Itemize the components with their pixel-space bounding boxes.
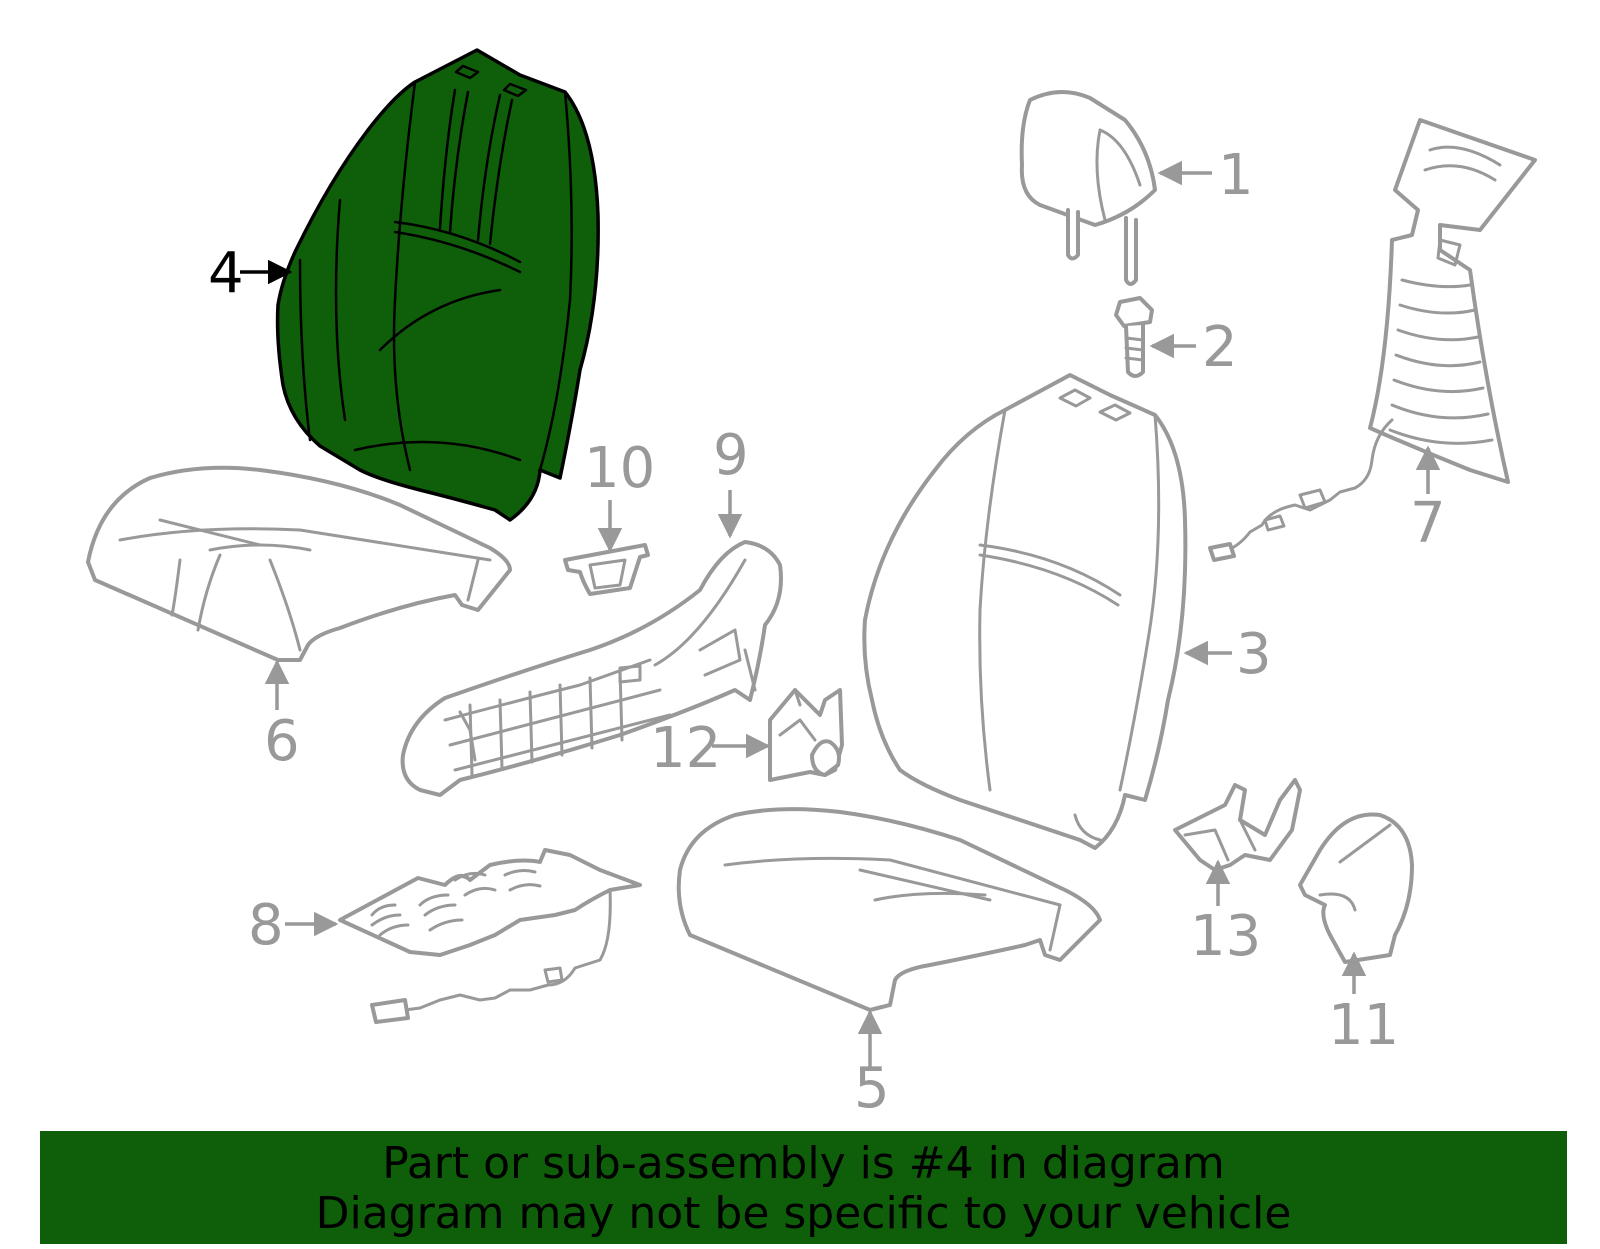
part-6-seat-cushion[interactable] <box>86 465 512 662</box>
callout-13: 13 <box>1190 904 1261 969</box>
footer-banner: Part or sub-assembly is #4 in diagram Di… <box>40 1131 1567 1244</box>
callout-11: 11 <box>1328 993 1399 1058</box>
part-1-headrest[interactable] <box>1019 89 1157 286</box>
part-5-seat-cushion[interactable] <box>676 807 1102 1012</box>
part-4-seat-back-cover[interactable] <box>275 48 600 522</box>
part-2-bolt[interactable] <box>1114 296 1154 378</box>
part-11-recliner-cover[interactable] <box>1298 812 1414 964</box>
footer-line-part-info: Part or sub-assembly is #4 in diagram <box>382 1138 1225 1189</box>
callout-7: 7 <box>1410 491 1446 556</box>
part-12-bracket[interactable] <box>768 688 844 782</box>
callout-1: 1 <box>1218 143 1254 208</box>
callout-9: 9 <box>713 423 749 488</box>
part-10-clip[interactable] <box>563 543 650 596</box>
callout-4: 4 <box>208 241 244 306</box>
callout-12: 12 <box>650 716 721 781</box>
part-9-side-trim[interactable] <box>400 540 783 797</box>
callout-3: 3 <box>1236 622 1272 687</box>
footer-line-disclaimer: Diagram may not be specific to your vehi… <box>315 1188 1292 1239</box>
callout-8: 8 <box>248 893 284 958</box>
part-8-cushion-heater[interactable] <box>338 848 642 1024</box>
callout-10: 10 <box>584 436 655 501</box>
callout-5: 5 <box>854 1056 890 1121</box>
part-7-backrest-heater[interactable] <box>1208 118 1537 562</box>
leader-lines <box>240 160 1441 1068</box>
callout-2: 2 <box>1202 315 1238 380</box>
callout-labels: 4 1 2 3 5 6 7 8 9 10 11 12 13 <box>208 143 1446 1121</box>
callout-6: 6 <box>264 709 300 774</box>
part-3-seat-back[interactable] <box>862 373 1188 850</box>
part-13-bracket[interactable] <box>1173 778 1302 872</box>
